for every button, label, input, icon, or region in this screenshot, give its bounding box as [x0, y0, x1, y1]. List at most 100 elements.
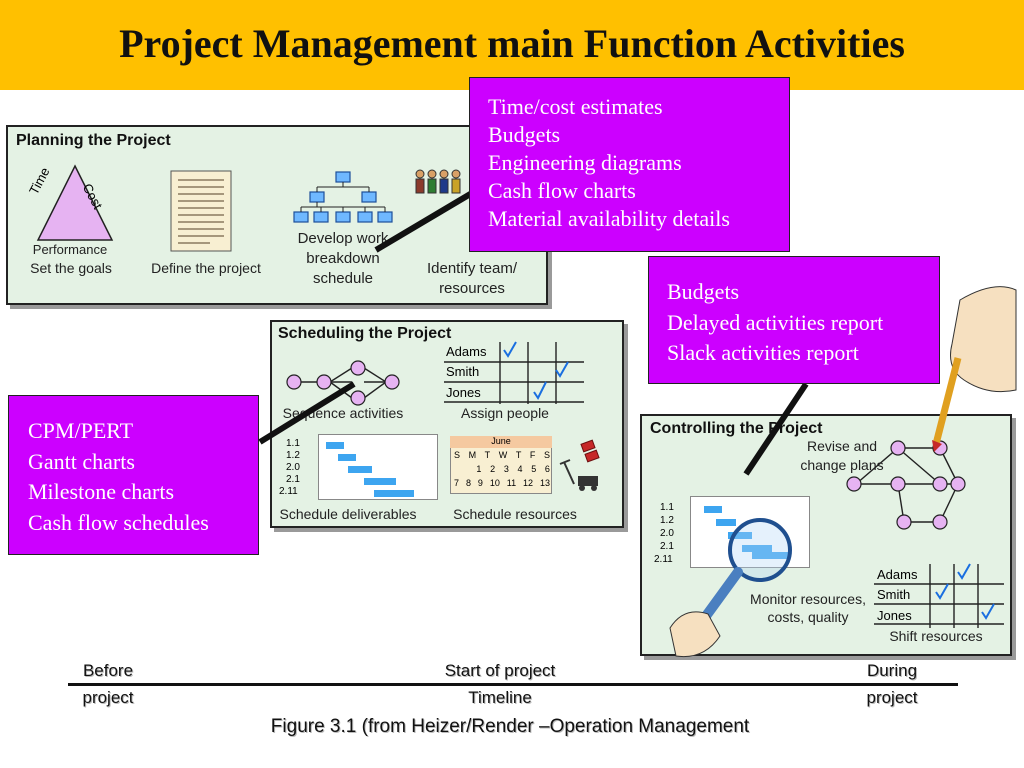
- controlling-callout: Budgets Delayed activities report Slack …: [648, 256, 940, 384]
- gantt-bar: [728, 532, 752, 539]
- assign-label: Assign people: [461, 405, 549, 421]
- document-icon: [170, 170, 232, 252]
- callout-item: Budgets: [488, 122, 561, 147]
- shift-name-smith: Smith: [877, 587, 911, 602]
- gantt-bar: [326, 442, 344, 449]
- hand-pencil-icon: [932, 286, 1017, 452]
- gantt-bar: [374, 490, 414, 497]
- page-title: Project Management main Function Activit…: [119, 21, 905, 66]
- callout-item: Slack activities report: [667, 340, 859, 365]
- timeline-before-1: Before: [82, 661, 134, 680]
- calendar-date: 4: [517, 464, 523, 474]
- deliverables-code-4: 2.1: [286, 474, 300, 485]
- wbs-tree-icon: [293, 171, 393, 223]
- planning-title: Planning the Project: [16, 132, 171, 149]
- calendar-date: 5: [531, 464, 537, 474]
- deliverables-code-3: 2.0: [286, 462, 300, 473]
- planning-callout: Time/cost estimates Budgets Engineering …: [469, 77, 790, 252]
- deliverables-code-1: 1.1: [286, 438, 300, 449]
- wbs-label-3: schedule: [312, 270, 374, 287]
- callout-item: Cash flow schedules: [28, 509, 209, 535]
- calendar-days: S M T W T F S: [454, 450, 550, 460]
- calendar-header: [450, 436, 552, 448]
- calendar-month: June: [491, 436, 511, 446]
- monitor-label-2: costs, quality: [767, 609, 849, 625]
- sequence-network: [286, 360, 400, 406]
- resources-label: Schedule resources: [453, 506, 577, 522]
- gantt-bar: [338, 454, 356, 461]
- time-cost-triangle: [36, 164, 114, 241]
- control-code-2: 1.2: [660, 515, 674, 526]
- calendar-day: W: [498, 450, 508, 460]
- callout-item: Milestone charts: [28, 479, 175, 504]
- control-code-3: 2.0: [660, 528, 674, 539]
- calendar-date: 9: [477, 478, 483, 488]
- callout-item: Budgets: [667, 279, 740, 304]
- calendar-day: S: [543, 450, 550, 460]
- team-label-2: resources: [439, 280, 505, 297]
- team-people-icon: [415, 169, 461, 194]
- revise-label-2: change plans: [800, 457, 884, 473]
- callout-item: Material availability details: [488, 206, 730, 231]
- calendar-day: M: [468, 450, 477, 460]
- title-bar: [0, 0, 1024, 90]
- shift-name-jones: Jones: [877, 608, 912, 623]
- calendar-date: 3: [503, 464, 509, 474]
- calendar-date: 12: [523, 478, 534, 488]
- callout-item: Time/cost estimates: [488, 94, 663, 119]
- figure-caption: Figure 3.1 (from Heizer/Render –Operatio…: [270, 716, 750, 737]
- timeline-axis: [68, 683, 958, 686]
- gantt-bar: [752, 552, 790, 559]
- deliverables-code-5: 2.11: [279, 486, 298, 497]
- assign-name-smith: Smith: [446, 364, 480, 379]
- calendar-week-2: 7 8 9 10 11 12 13: [454, 478, 550, 488]
- deliverables-code-2: 1.2: [286, 450, 300, 461]
- control-code-1: 1.1: [660, 502, 674, 513]
- shift-name-adams: Adams: [877, 567, 918, 582]
- shift-grid: [874, 563, 1004, 628]
- timeline-before-2: project: [82, 688, 134, 707]
- gantt-bar: [716, 519, 736, 526]
- calendar-day: F: [529, 450, 536, 460]
- gantt-bar: [704, 506, 722, 513]
- assign-name-adams: Adams: [446, 344, 487, 359]
- callout-item: Engineering diagrams: [488, 150, 682, 175]
- triangle-performance-label: Performance: [32, 242, 108, 257]
- timeline-start-2: Timeline: [468, 688, 532, 707]
- calendar-day: T: [515, 450, 522, 460]
- monitor-label-1: Monitor resources,: [750, 591, 866, 607]
- team-label-1: Identify team/: [426, 260, 518, 277]
- set-goals-label: Set the goals: [30, 260, 112, 276]
- callout-item: Gantt charts: [28, 448, 135, 474]
- timeline-during-1: During: [866, 661, 918, 680]
- scheduling-title: Scheduling the Project: [278, 325, 452, 342]
- calendar-day: T: [484, 450, 491, 460]
- timeline-during-2: project: [866, 688, 918, 707]
- wbs-label-2: breakdown: [306, 250, 380, 267]
- calendar-day: S: [454, 450, 461, 460]
- scheduling-callout: CPM/PERT Gantt charts Milestone charts C…: [8, 395, 259, 555]
- calendar-date: 13: [539, 478, 550, 488]
- calendar-date: 10: [489, 478, 500, 488]
- magnifier-icon: [669, 518, 792, 658]
- calendar-date: 7: [454, 478, 460, 488]
- assign-name-jones: Jones: [446, 385, 481, 400]
- callout-item: Cash flow charts: [488, 178, 636, 203]
- calendar-date: 6: [544, 464, 550, 474]
- gantt-bar: [348, 466, 372, 473]
- deliverables-label: Schedule deliverables: [279, 506, 417, 522]
- define-project-label: Define the project: [151, 260, 261, 276]
- timeline-start-1: Start of project: [444, 661, 556, 680]
- control-network: [846, 440, 966, 530]
- control-code-5: 2.11: [654, 554, 673, 565]
- callout-item: Delayed activities report: [667, 309, 884, 335]
- wbs-label-1: Develop work: [297, 230, 389, 247]
- revise-label-1: Revise and: [806, 438, 878, 454]
- callout-item: CPM/PERT: [28, 418, 134, 443]
- calendar-date: 8: [465, 478, 471, 488]
- assign-grid: [444, 341, 584, 404]
- shift-label: Shift resources: [889, 628, 983, 644]
- tools-icon: [559, 439, 600, 491]
- calendar-date: 2: [490, 464, 496, 474]
